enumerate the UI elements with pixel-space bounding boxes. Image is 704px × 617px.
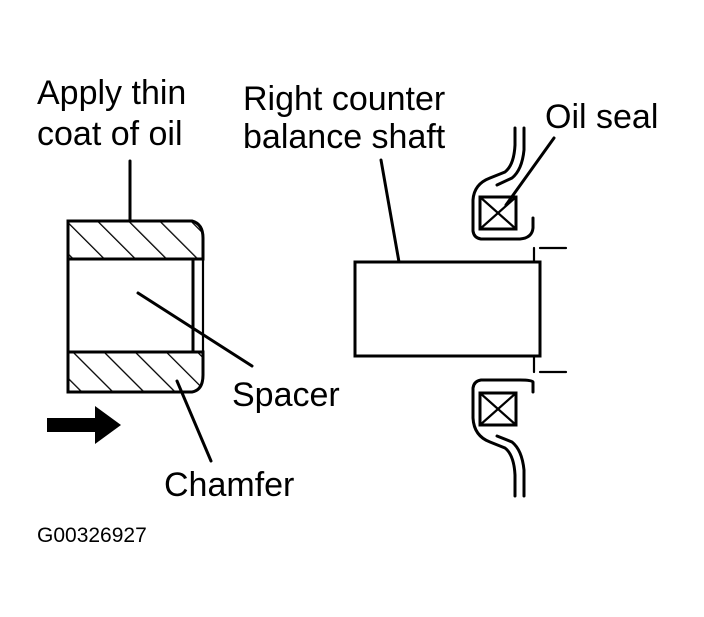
leader-shaft	[379, 158, 401, 264]
leader-spacer	[136, 291, 254, 368]
label-apply-oil-line2: coat of oil	[37, 115, 183, 153]
balance-shaft	[353, 246, 568, 374]
label-oil-seal: Oil seal	[545, 98, 658, 136]
figure-id: G00326927	[37, 524, 147, 547]
oil-seal-upper	[478, 195, 518, 231]
spacer-bottom-wall	[66, 350, 205, 394]
leader-chamfer	[175, 379, 213, 463]
label-apply-oil-line1: Apply thin	[37, 74, 186, 112]
housing	[471, 126, 535, 498]
label-chamfer: Chamfer	[164, 466, 294, 504]
spacer-part	[66, 219, 205, 394]
spacer-top-wall	[66, 219, 205, 261]
arrow-right-icon	[47, 406, 121, 444]
label-shaft-line1: Right counter	[243, 80, 445, 118]
label-shaft-line2: balance shaft	[243, 118, 446, 156]
label-spacer: Spacer	[232, 376, 340, 414]
oil-seal-lower	[478, 391, 518, 427]
leader-oil-seal	[504, 136, 556, 207]
